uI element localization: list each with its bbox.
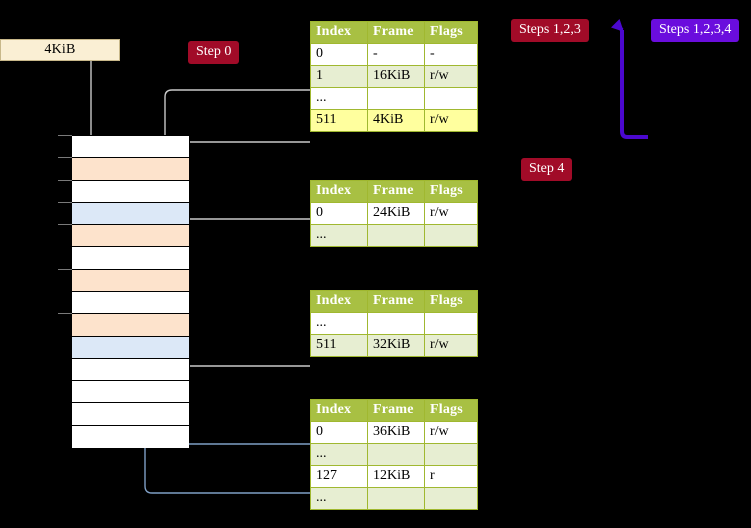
cell-flags [424, 443, 478, 466]
cell-index: 127 [310, 465, 368, 488]
cell-frame: 16KiB [367, 65, 425, 88]
cell-index: ... [310, 487, 368, 510]
column-header-frame: Frame [367, 399, 425, 422]
table-row: ... [310, 312, 478, 335]
memory-tick [58, 268, 72, 270]
table-row: ... [310, 87, 478, 110]
table-row: ... [310, 224, 478, 247]
table-row: ... [310, 443, 478, 466]
cell-frame: 36KiB [367, 421, 425, 444]
memory-row [72, 202, 189, 226]
memory-row [72, 247, 189, 270]
column-header-index: Index [310, 21, 368, 44]
column-header-index: Index [310, 180, 368, 203]
cell-frame [367, 224, 425, 247]
memory-tick [58, 201, 72, 203]
column-header-index: Index [310, 290, 368, 313]
cell-flags: - [424, 43, 478, 66]
memory-row [72, 180, 189, 203]
frame-4kib-box: 4KiB [0, 39, 120, 61]
cell-flags: r/w [424, 421, 478, 444]
badge-steps123: Steps 1,2,3 [511, 19, 589, 42]
frame-4kib-label: 4KiB [44, 42, 76, 57]
column-header-index: Index [310, 399, 368, 422]
cell-flags [424, 87, 478, 110]
column-header-flags: Flags [424, 180, 478, 203]
column-header-flags: Flags [424, 290, 478, 313]
memory-row [72, 291, 189, 315]
cell-index: 511 [310, 109, 368, 132]
cell-frame: - [367, 43, 425, 66]
cell-flags: r [424, 465, 478, 488]
memory-tick [58, 135, 72, 136]
cell-index: 0 [310, 202, 368, 225]
wire-pdpt-row0 [175, 218, 310, 266]
memory-row [72, 358, 189, 382]
table-row: ... [310, 487, 478, 510]
physical-memory-column [71, 135, 190, 448]
table-row: 0-- [310, 43, 478, 66]
cell-frame: 12KiB [367, 465, 425, 488]
cell-index: 1 [310, 65, 368, 88]
memory-row [72, 158, 189, 181]
cell-frame: 4KiB [367, 109, 425, 132]
memory-row [72, 225, 189, 248]
memory-row [72, 425, 189, 448]
memory-row [72, 403, 189, 426]
cell-index: ... [310, 443, 368, 466]
column-header-flags: Flags [424, 21, 478, 44]
cell-index: 511 [310, 334, 368, 357]
cell-frame [367, 87, 425, 110]
memory-row [72, 336, 189, 359]
cell-flags: r/w [424, 109, 478, 132]
cell-frame [367, 487, 425, 510]
cell-flags: r/w [424, 65, 478, 88]
column-header-frame: Frame [367, 180, 425, 203]
cell-flags [424, 224, 478, 247]
badge-step4: Step 4 [521, 158, 573, 181]
cell-index: ... [310, 224, 368, 247]
wire-pml4-row511 [175, 141, 310, 166]
badge-step0: Step 0 [188, 41, 240, 64]
cell-flags: r/w [424, 334, 478, 357]
cell-index: 0 [310, 43, 368, 66]
memory-tick [58, 179, 72, 181]
cell-index: ... [310, 87, 368, 110]
column-header-frame: Frame [367, 21, 425, 44]
cell-frame [367, 312, 425, 335]
badge-steps1234: Steps 1,2,3,4 [651, 19, 740, 42]
column-header-flags: Flags [424, 399, 478, 422]
memory-row [72, 136, 189, 159]
cell-index: 0 [310, 421, 368, 444]
memory-tick [58, 157, 72, 159]
column-header-frame: Frame [367, 290, 425, 313]
cell-frame [367, 443, 425, 466]
cell-flags: r/w [424, 202, 478, 225]
wire-steps-1234-loop [611, 19, 648, 139]
wire-pd-row511 [169, 304, 310, 367]
memory-row [72, 314, 189, 337]
memory-tick [58, 313, 72, 315]
memory-row [72, 381, 189, 404]
cell-flags [424, 487, 478, 510]
cell-frame: 24KiB [367, 202, 425, 225]
cell-index: ... [310, 312, 368, 335]
memory-tick [58, 224, 72, 226]
memory-row [72, 269, 189, 292]
cell-frame: 32KiB [367, 334, 425, 357]
cell-flags [424, 312, 478, 335]
